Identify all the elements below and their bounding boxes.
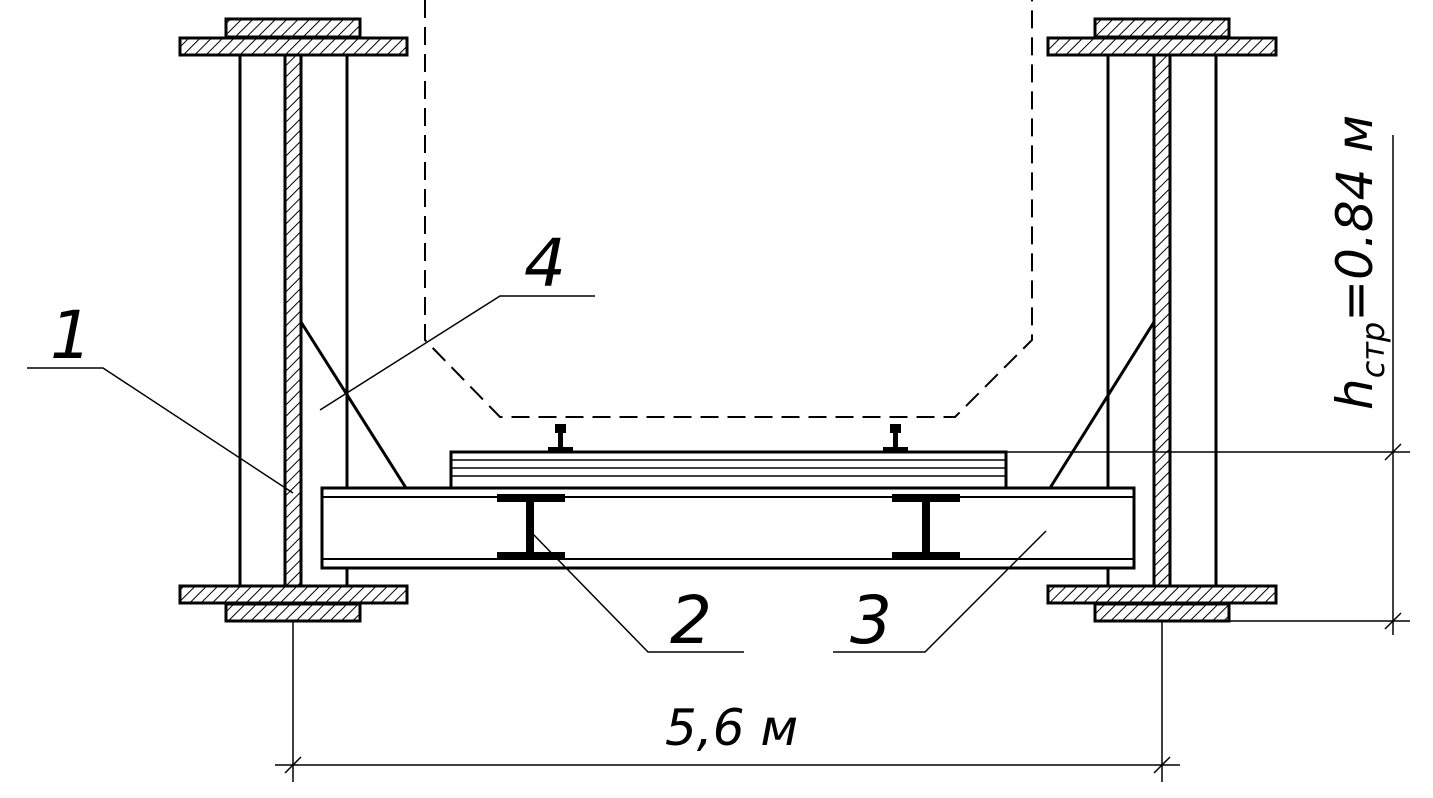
stringer-left bbox=[497, 494, 565, 560]
stringer-left-top-flange bbox=[497, 494, 565, 502]
rail-right-web bbox=[893, 433, 898, 447]
rail-left-head bbox=[555, 424, 566, 433]
right-web bbox=[1152, 53, 1172, 588]
leader-3 bbox=[833, 530, 1047, 653]
clearance-outline bbox=[424, 0, 1033, 418]
right-bottom-flange-lower bbox=[1093, 602, 1231, 623]
stringer-right-web bbox=[922, 502, 930, 552]
left-brace bbox=[299, 321, 408, 489]
leader-1 bbox=[27, 367, 294, 494]
stringer-left-web bbox=[526, 502, 534, 552]
stringer-left-bottom-flange bbox=[497, 552, 565, 560]
callout-4-label: 4 bbox=[524, 225, 566, 302]
height-dimension-label: hстр=0.84 м bbox=[1326, 115, 1392, 410]
height-subscript: стр bbox=[1354, 322, 1392, 379]
deck-sleepers bbox=[449, 450, 1008, 490]
right-top-flange-lower bbox=[1046, 36, 1278, 57]
rail-right-foot bbox=[883, 447, 908, 452]
height-prefix: h bbox=[1326, 378, 1384, 410]
leader-4 bbox=[319, 295, 595, 411]
right-bottom-flange-upper bbox=[1046, 584, 1278, 605]
span-tick-left bbox=[284, 756, 302, 774]
right-top-flange-upper bbox=[1093, 17, 1231, 39]
height-value: =0.84 м bbox=[1326, 115, 1384, 322]
span-dimension-label: 5,6 м bbox=[665, 699, 798, 757]
stringer-right-bottom-flange bbox=[892, 552, 960, 560]
rail-right-head bbox=[890, 424, 901, 433]
deck-body bbox=[449, 450, 1008, 490]
callout-3-label: 3 bbox=[850, 582, 892, 659]
leader-lines bbox=[27, 295, 1047, 653]
span-tick-right bbox=[1153, 756, 1171, 774]
callout-1-label: 1 bbox=[50, 297, 92, 374]
rail-left-foot bbox=[548, 447, 573, 452]
cross-beam bbox=[320, 486, 1136, 570]
height-tick-bottom bbox=[1384, 612, 1402, 630]
stringer-right-top-flange bbox=[892, 494, 960, 502]
left-main-girder bbox=[178, 17, 409, 623]
span-dimension bbox=[275, 621, 1180, 782]
height-tick-top bbox=[1384, 443, 1402, 461]
left-web bbox=[283, 53, 303, 588]
height-dimension bbox=[1006, 135, 1410, 635]
left-bottom-flange-lower bbox=[224, 602, 362, 623]
right-brace bbox=[1048, 321, 1156, 489]
left-top-flange-upper bbox=[224, 17, 362, 39]
rail-right bbox=[883, 424, 908, 452]
left-top-flange-lower bbox=[178, 36, 409, 57]
right-main-girder bbox=[1046, 17, 1278, 623]
callout-2-label: 2 bbox=[670, 582, 712, 659]
cross-beam-body bbox=[320, 486, 1136, 570]
rail-left-web bbox=[558, 433, 563, 447]
left-bottom-flange-upper bbox=[178, 584, 409, 605]
leader-2 bbox=[530, 531, 744, 653]
rail-left bbox=[548, 424, 573, 452]
stringer-right bbox=[892, 494, 960, 560]
